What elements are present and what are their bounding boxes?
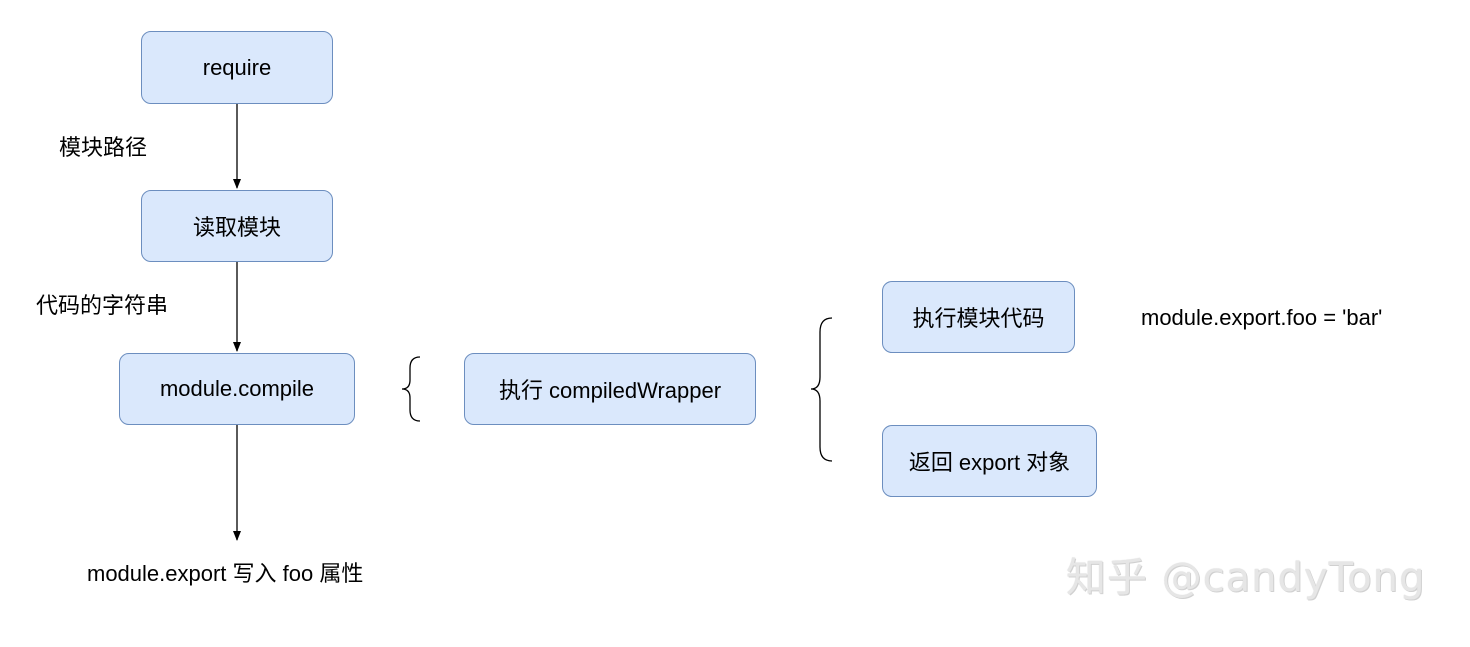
watermark: 知乎 @candyTong: [1066, 555, 1426, 601]
exec-compiled-wrapper-node: 执行 compiledWrapper: [464, 353, 756, 425]
module-path-label: 模块路径: [59, 135, 148, 160]
right-curly-brace: [810, 317, 833, 462]
left-curly-brace: [401, 356, 421, 422]
exec-module-code-node: 执行模块代码: [882, 281, 1075, 353]
code-string-label: 代码的字符串: [36, 293, 169, 318]
export-write-label: module.export 写入 foo 属性: [87, 561, 364, 586]
module-compile-node: module.compile: [119, 353, 355, 425]
read-module-node: 读取模块: [141, 190, 333, 262]
export-assign-label: module.export.foo = 'bar': [1141, 305, 1383, 330]
require-node: require: [141, 31, 333, 104]
return-export-node: 返回 export 对象: [882, 425, 1097, 497]
